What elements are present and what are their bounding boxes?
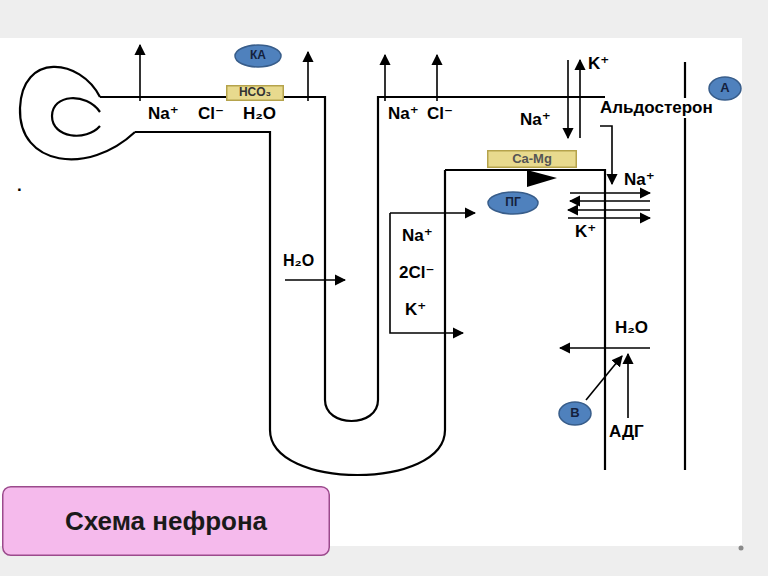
node-text: А (720, 81, 729, 95)
transport-arrows (140, 45, 650, 418)
hormone-label: АДГ (609, 422, 644, 442)
arrow (384, 55, 386, 101)
box-shape (488, 151, 577, 168)
arrow (307, 52, 309, 101)
aldosterone-arrow (600, 126, 612, 184)
arrow (139, 45, 141, 101)
slide-dot (739, 546, 744, 551)
arrow (570, 192, 650, 194)
arrow (570, 200, 650, 202)
ion-label: Na⁺ (520, 110, 551, 130)
circle-shape (235, 45, 281, 67)
callout-circle: ПГ (487, 191, 539, 215)
white-panel (0, 38, 742, 546)
title-box: Схема нефрона (2, 486, 330, 556)
capsule-inner (52, 98, 100, 136)
ion-label: Na⁺ (624, 170, 655, 190)
pg-triangle (527, 170, 557, 187)
arrow (568, 217, 650, 219)
cotransport-bracket (390, 213, 463, 333)
arrow (436, 55, 438, 101)
enzyme-circle: КА (234, 44, 282, 68)
arrow (560, 347, 650, 349)
ion-label: H₂O (243, 104, 276, 124)
ion-label: K⁺ (588, 54, 609, 74)
nephron-outline (20, 62, 685, 475)
proximal-top-wall (100, 97, 325, 400)
ion-label: 2Cl⁻ (399, 263, 434, 283)
callout-circle: В (558, 401, 592, 426)
arrow (285, 279, 345, 281)
capsule-outer (20, 67, 135, 159)
ion-label: K⁺ (405, 300, 426, 320)
circle-shape (709, 77, 741, 100)
proximal-bottom-wall (135, 132, 270, 430)
arrow (568, 209, 650, 211)
pointer-arrow (586, 356, 622, 400)
node-text: В (570, 406, 579, 420)
ion-label: K⁺ (575, 222, 596, 242)
ion-label: Na⁺ (388, 104, 419, 124)
loop-outer (270, 170, 445, 475)
circle-shape (488, 192, 538, 214)
node-text: ПГ (505, 196, 520, 209)
arrow (567, 60, 569, 138)
ion-label: . (17, 176, 22, 196)
arrow (390, 212, 475, 214)
node-text: Схема нефрона (65, 507, 267, 536)
ion-label: Cl⁻ (427, 104, 453, 124)
collecting-duct-wall (684, 62, 686, 470)
distal-wall (445, 170, 605, 470)
node-text: Ca-Mg (512, 152, 552, 166)
box-shape (3, 487, 330, 556)
loop-inner (325, 97, 605, 421)
hormone-label: Альдостерон (598, 98, 715, 118)
transporter-band: Ca-Mg (487, 150, 577, 168)
node-text: КА (250, 49, 266, 62)
ion-label: Na⁺ (402, 226, 433, 246)
transporter-band: HCO₃ (226, 85, 284, 101)
ion-label: Cl⁻ (198, 104, 224, 124)
circle-shape (559, 402, 591, 425)
node-text: HCO₃ (239, 86, 271, 99)
callout-circle: А (708, 76, 742, 101)
box-shape (227, 86, 284, 101)
arrow (579, 60, 581, 138)
ion-label: H₂O (615, 318, 648, 338)
ion-label: Na⁺ (148, 104, 179, 124)
adh-arrow (627, 354, 629, 418)
ion-label: H₂O (283, 252, 314, 270)
